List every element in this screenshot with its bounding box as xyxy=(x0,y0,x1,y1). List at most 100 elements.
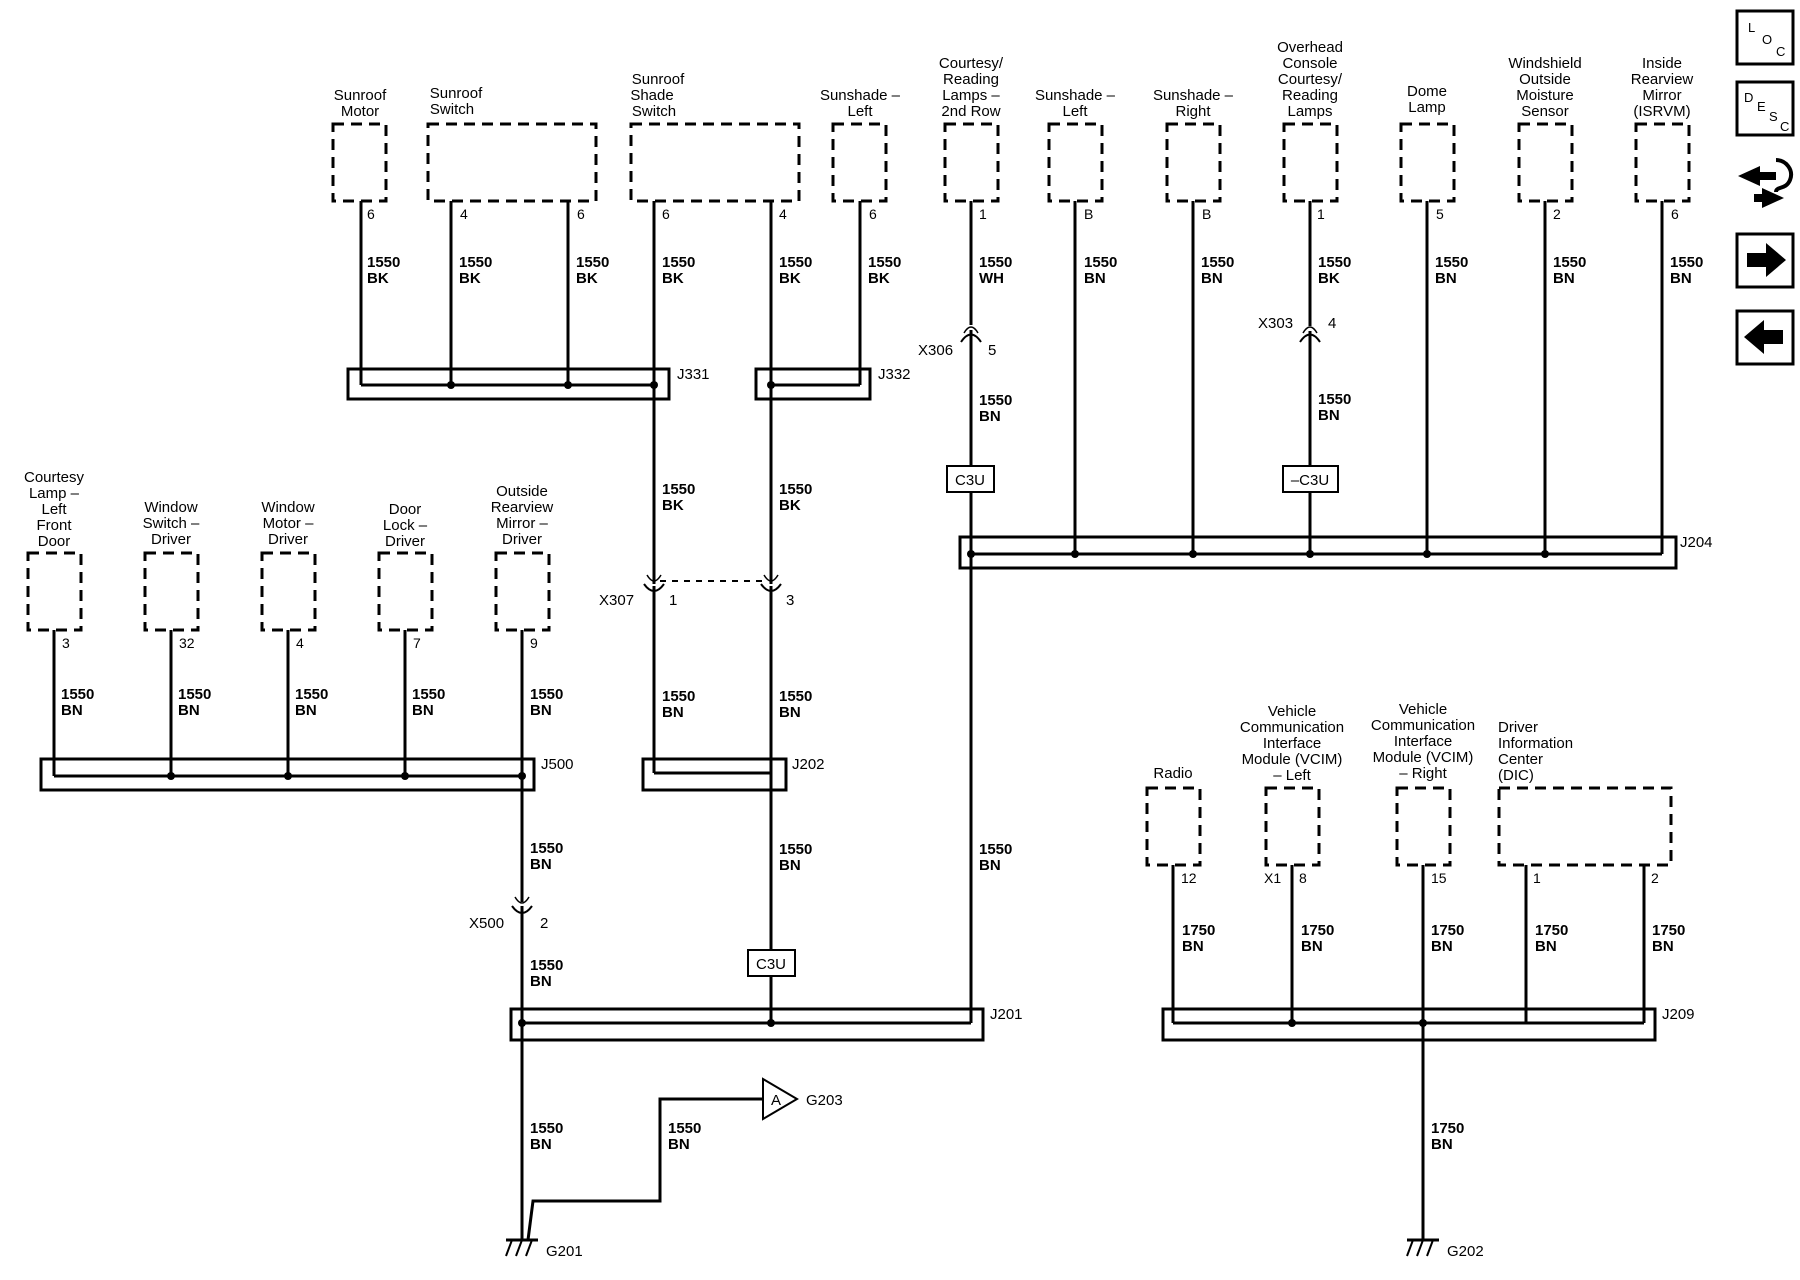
loc-button[interactable]: L O C xyxy=(1735,9,1795,66)
inline-connectors xyxy=(511,326,1321,914)
pin-label: X1 xyxy=(1264,870,1281,886)
inline-name-x500: X500 xyxy=(469,915,504,932)
pin-label: 6 xyxy=(1671,206,1679,222)
splice-j204 xyxy=(958,535,1678,570)
splice-j209 xyxy=(1161,1007,1657,1042)
splice-name-j332: J332 xyxy=(878,366,911,383)
next-arrow-icon[interactable] xyxy=(1735,232,1795,289)
pin-label: 15 xyxy=(1431,870,1447,886)
inline-name-x303: X303 xyxy=(1258,315,1293,332)
pin-label: 6 xyxy=(367,206,375,222)
option-boxes: C3U –C3U C3U xyxy=(747,465,1339,977)
label-sunshade-left-rear: Sunshade –Left xyxy=(820,87,901,120)
box-outside-mirror-driver xyxy=(494,551,551,632)
pin-label: 12 xyxy=(1181,870,1197,886)
pin-label: 7 xyxy=(413,635,421,651)
pin-label: 4 xyxy=(296,635,304,651)
inline-pin-x307-1: 1 xyxy=(669,592,677,609)
pin-label: 5 xyxy=(1436,206,1444,222)
box-vcim-left xyxy=(1264,786,1321,867)
pin-label: 4 xyxy=(779,206,787,222)
grounds: G201 G202 A G203 xyxy=(505,1077,1484,1260)
connector-icon[interactable] xyxy=(1738,158,1793,208)
box-c3u-3 xyxy=(747,949,796,977)
inline-pin-x500: 2 xyxy=(540,915,548,932)
splice-j331 xyxy=(346,367,671,401)
box-vcim-right xyxy=(1395,786,1452,867)
nav-panel: L O C D E S C xyxy=(1735,9,1795,366)
box-dic xyxy=(1497,786,1673,867)
inline-pin-x303: 4 xyxy=(1328,315,1336,332)
inline-x500 xyxy=(511,896,533,914)
pin-label: 6 xyxy=(662,206,670,222)
pin-label: 2 xyxy=(1651,870,1659,886)
g203-label: G203 xyxy=(806,1092,843,1109)
inline-name-x306: X306 xyxy=(918,342,953,359)
box-dome-lamp xyxy=(1399,122,1456,203)
box-door-lock-driver xyxy=(377,551,434,632)
svg-text:L: L xyxy=(1748,20,1755,35)
box-sunshade-left-rear xyxy=(831,122,888,203)
wires xyxy=(52,201,1664,1241)
splice-name-j202: J202 xyxy=(792,756,825,773)
splice-name-j209: J209 xyxy=(1662,1006,1695,1023)
label-radio: Radio xyxy=(1153,765,1192,782)
splice-name-j204: J204 xyxy=(1680,534,1713,551)
offpage-g203: A G203 xyxy=(762,1077,843,1121)
back-arrow-icon[interactable] xyxy=(1735,309,1795,366)
box-courtesy-lamp-left-front-door xyxy=(26,551,83,632)
pin-label: B xyxy=(1084,206,1093,222)
box-sunroof-switch xyxy=(426,122,598,203)
inline-pin-x306: 5 xyxy=(988,342,996,359)
box-overhead-console-lamps xyxy=(1282,122,1339,203)
splice-names: J331 J332 J204 J500 J202 J201 J209 X306 … xyxy=(469,315,1713,1023)
g201-label: G201 xyxy=(546,1243,583,1260)
svg-text:S: S xyxy=(1769,109,1778,124)
splice-j332 xyxy=(754,367,872,401)
pin-label: 32 xyxy=(179,635,195,651)
offpage-letter: A xyxy=(771,1092,781,1109)
box-window-switch-driver xyxy=(143,551,200,632)
splice-j202 xyxy=(641,757,788,792)
desc-button[interactable]: D E S C xyxy=(1735,80,1795,137)
box-sunshade-left xyxy=(1047,122,1104,203)
box-windshield-sensor xyxy=(1517,122,1574,203)
svg-text:C: C xyxy=(1780,119,1789,134)
wire-g203-branch xyxy=(526,1097,763,1241)
splice-j201 xyxy=(509,1007,985,1042)
